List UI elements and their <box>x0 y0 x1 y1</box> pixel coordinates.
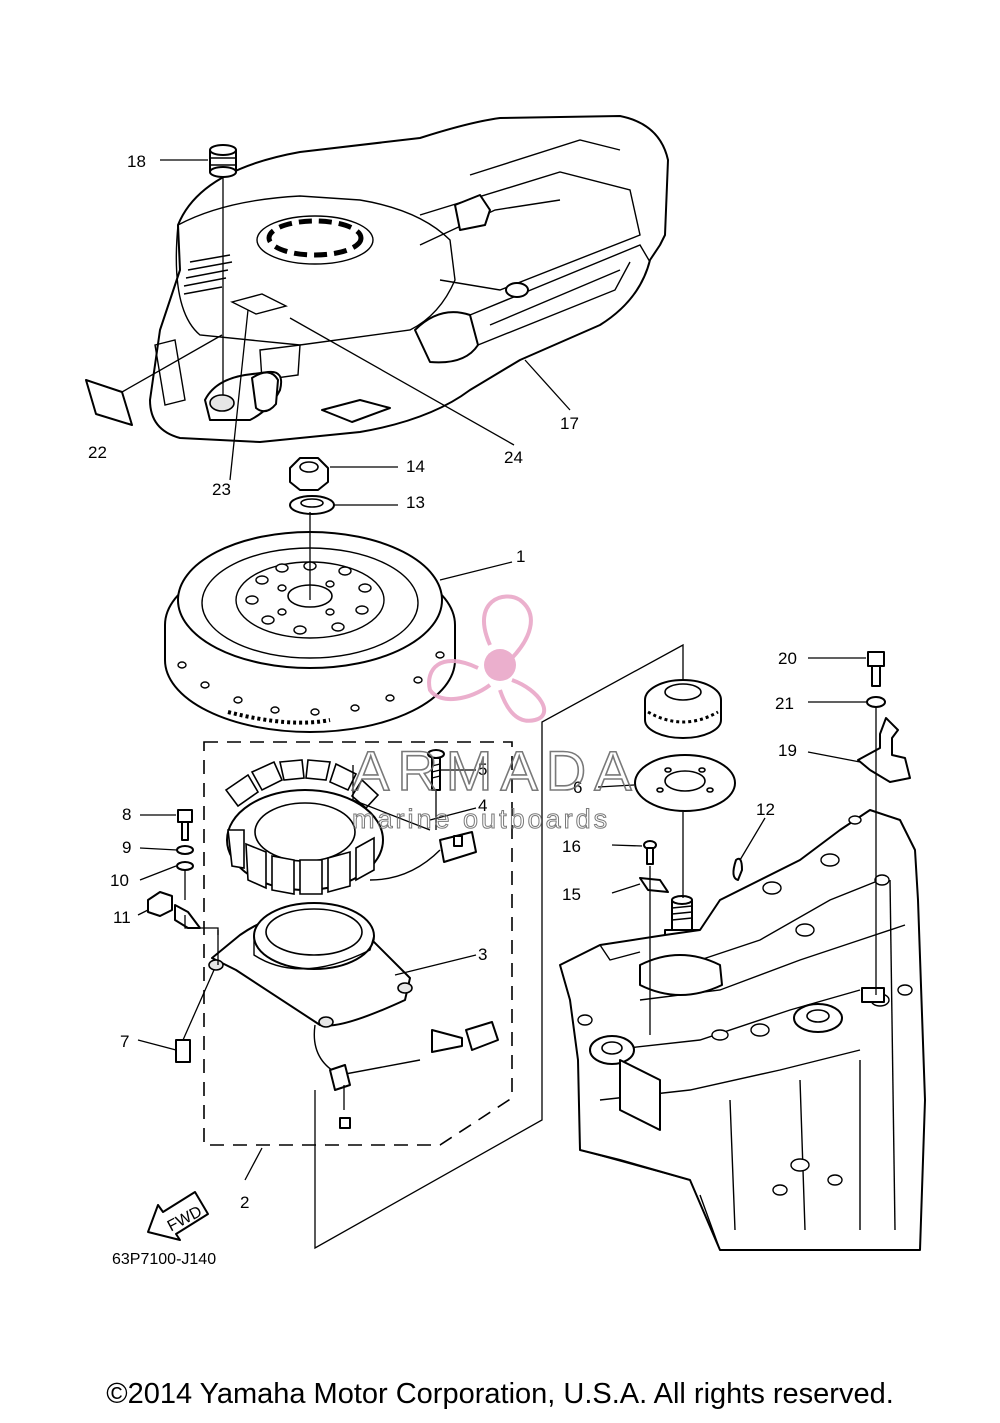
callout-20: 20 <box>778 649 797 668</box>
clamp-part-19 <box>857 717 911 783</box>
callout-14: 14 <box>406 457 425 476</box>
bolt-part-8 <box>177 809 193 841</box>
callout-13: 13 <box>406 493 425 512</box>
plate-part-6 <box>634 754 736 812</box>
callout-19: 19 <box>778 741 797 760</box>
washer-part-9 <box>176 845 194 855</box>
clip-part-15 <box>639 877 669 893</box>
bolt-part-20 <box>867 651 885 687</box>
callout-23: 23 <box>212 480 231 499</box>
collar-part-7 <box>175 1039 191 1063</box>
callout-10: 10 <box>110 871 129 890</box>
callout-18: 18 <box>127 152 146 171</box>
gear-part-6-upper <box>644 679 722 739</box>
callout-8: 8 <box>122 805 131 824</box>
callout-17: 17 <box>560 414 579 433</box>
flywheel-cover-part-17 <box>149 115 669 443</box>
flywheel-nut-part-14 <box>289 457 329 491</box>
leader-lines <box>121 159 877 1250</box>
callout-16: 16 <box>562 837 581 856</box>
drawing-code: 63P7100-J140 <box>112 1251 216 1268</box>
callout-12: 12 <box>756 800 775 819</box>
callout-4: 4 <box>478 796 487 815</box>
propeller-logo <box>427 594 547 723</box>
callout-numbers: 18 22 23 24 17 14 13 1 5 4 3 2 8 9 10 11… <box>88 152 797 1268</box>
callout-7: 7 <box>120 1032 129 1051</box>
screw-part-5 <box>427 749 445 791</box>
copyright-notice: ©2014 Yamaha Motor Corporation, U.S.A. A… <box>106 1378 894 1410</box>
forward-direction-arrow: FWD <box>147 1191 209 1241</box>
washer-part-10 <box>176 861 194 871</box>
callout-2: 2 <box>240 1193 249 1212</box>
washer-part-21 <box>866 696 886 708</box>
label-part-22 <box>85 379 133 426</box>
grommet-part-18 <box>209 144 237 178</box>
key-part-12 <box>732 857 743 881</box>
callout-1: 1 <box>516 547 525 566</box>
callout-9: 9 <box>122 838 131 857</box>
callout-6: 6 <box>573 778 582 797</box>
callout-21: 21 <box>775 694 794 713</box>
callout-22: 22 <box>88 443 107 462</box>
watermark-subtitle: marine outboards <box>352 804 610 834</box>
bracket-part-11 <box>147 891 201 929</box>
callout-15: 15 <box>562 885 581 904</box>
stator-coil-part-4 <box>224 759 477 895</box>
stator-base-part-3 <box>208 902 499 1129</box>
watermark-title: ARMADA <box>352 739 640 802</box>
callout-3: 3 <box>478 945 487 964</box>
stator-assembly-boundary <box>203 741 513 1146</box>
callout-11: 11 <box>113 908 131 927</box>
armada-watermark: ARMADA marine outboards <box>351 594 640 835</box>
bolt-part-16 <box>643 840 657 865</box>
washer-part-13 <box>289 495 335 515</box>
callout-5: 5 <box>478 760 487 779</box>
engine-block <box>559 809 926 1251</box>
callout-24: 24 <box>504 448 523 467</box>
